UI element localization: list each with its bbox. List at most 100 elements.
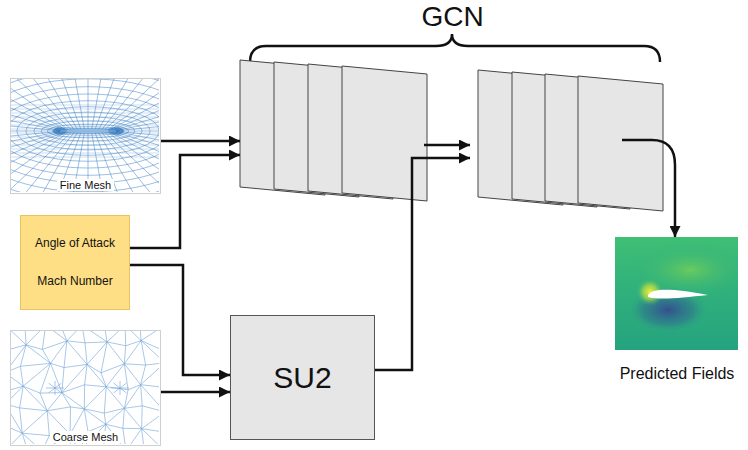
mesh-line	[62, 393, 84, 409]
mesh-line	[108, 79, 159, 130]
mesh-line	[82, 331, 85, 343]
mesh-line	[99, 79, 159, 129]
node-label: Angle of Attack	[35, 237, 115, 250]
mesh-line	[120, 381, 121, 388]
mesh-line	[20, 345, 26, 366]
mesh-line	[11, 133, 159, 134]
mesh-line	[124, 408, 141, 428]
mesh-line	[123, 408, 125, 428]
mesh-line	[62, 368, 64, 393]
mesh-line	[142, 429, 159, 433]
mesh-line	[125, 331, 127, 346]
mesh-line	[40, 392, 62, 394]
mesh-line	[87, 364, 101, 372]
arrow-connector	[161, 391, 230, 394]
mesh-line	[67, 331, 82, 341]
mesh-line	[59, 79, 84, 129]
mesh-line	[111, 388, 120, 389]
mesh-line	[141, 406, 143, 429]
mesh-line	[142, 412, 159, 429]
node-label: SU2	[273, 362, 331, 394]
mesh-line	[55, 388, 61, 393]
mesh-line	[107, 331, 125, 342]
mesh-line	[85, 364, 88, 384]
mesh-line	[104, 387, 106, 413]
mesh-line	[42, 436, 49, 444]
mesh-line	[11, 79, 159, 192]
mesh-line	[124, 364, 145, 365]
mesh-line	[47, 393, 62, 411]
mesh-line	[146, 363, 159, 365]
mesh-line	[88, 79, 89, 129]
mesh-line	[51, 363, 65, 367]
mesh-line	[120, 388, 129, 389]
mesh-line	[11, 157, 159, 158]
mesh-line	[107, 342, 124, 364]
mesh-line	[11, 149, 159, 150]
mesh-line	[85, 385, 107, 387]
mesh-line	[31, 79, 81, 129]
mesh-line	[141, 341, 159, 352]
mesh-line	[42, 341, 67, 350]
mesh-line	[22, 411, 47, 433]
mesh-line	[49, 383, 55, 388]
mesh-line	[55, 388, 56, 395]
mesh-line	[11, 137, 159, 138]
layer-panel	[578, 76, 663, 211]
mesh-line	[26, 331, 46, 345]
mesh-line	[20, 408, 48, 411]
mesh-line	[11, 109, 159, 110]
mesh-line	[26, 345, 42, 350]
mesh-line	[11, 331, 26, 345]
node-label: Predicted Fields	[620, 365, 735, 382]
mesh-line	[114, 79, 159, 130]
mesh-line	[11, 404, 20, 408]
mesh-line	[85, 343, 87, 365]
mesh-line	[20, 408, 23, 433]
mesh-line	[120, 388, 126, 393]
mesh-line	[126, 429, 142, 444]
mesh-line	[11, 113, 60, 131]
mesh-line	[11, 141, 159, 142]
node-label: Mach Number	[37, 275, 112, 288]
mesh-line	[123, 428, 142, 429]
mesh-line	[11, 386, 23, 391]
mesh-line	[71, 407, 85, 409]
layer-panel	[342, 66, 427, 201]
mesh-line	[11, 131, 60, 132]
mesh-line	[11, 79, 77, 129]
mesh-line	[141, 385, 143, 406]
mesh-line	[25, 331, 26, 345]
mesh-line	[112, 79, 159, 130]
mesh-line	[84, 409, 105, 424]
mesh-line	[64, 364, 87, 367]
mesh-line	[114, 388, 120, 393]
mesh-line	[11, 113, 159, 114]
mesh-line	[87, 364, 106, 386]
mesh-line	[64, 341, 67, 368]
mesh-line	[104, 413, 105, 424]
arrow-connector	[161, 140, 240, 143]
solver-box: SU2	[230, 315, 375, 440]
mesh-line	[11, 129, 159, 130]
arrow-connector	[130, 155, 240, 248]
mesh-line	[124, 364, 140, 385]
mesh-line	[120, 383, 126, 388]
mesh-line	[110, 79, 159, 130]
mesh-line	[11, 433, 22, 444]
mesh-line	[22, 433, 42, 444]
mesh-line	[87, 342, 107, 365]
mesh-line	[11, 145, 159, 146]
mesh-line	[101, 342, 107, 373]
mesh-line	[106, 387, 124, 409]
mesh-line	[84, 387, 106, 409]
mesh-line	[60, 331, 67, 341]
mesh-line	[84, 409, 88, 432]
node-label: GCN	[421, 2, 483, 31]
mesh-line	[116, 131, 159, 149]
mesh-line	[84, 385, 85, 409]
mesh-line	[42, 349, 50, 363]
mesh-line	[20, 363, 50, 366]
mesh-line	[23, 386, 47, 411]
mesh-line	[11, 121, 159, 122]
